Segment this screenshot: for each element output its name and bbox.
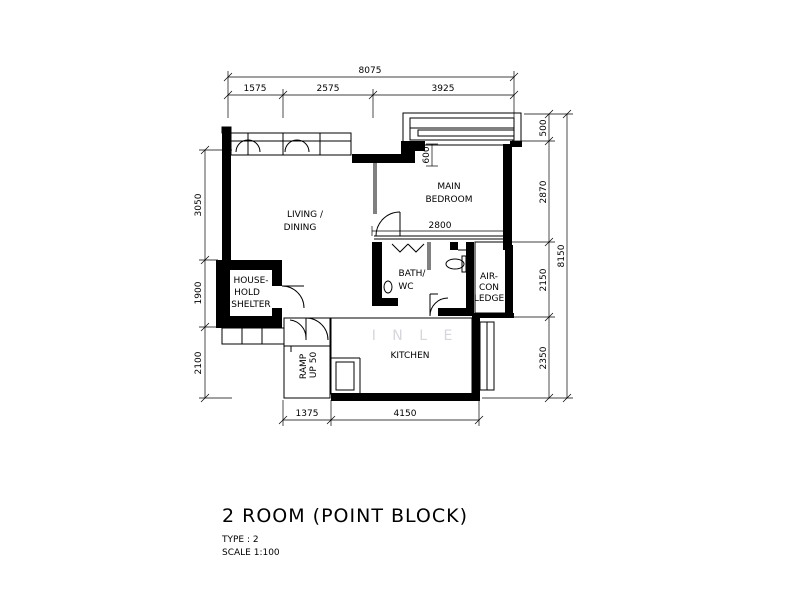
room-label-shelter-2: HOLD (234, 288, 260, 298)
dim-inner-600: 600 (422, 146, 432, 163)
room-label-shelter-3: SHELTER (231, 300, 270, 310)
ramp-line-1: RAMP (299, 353, 309, 379)
room-label-living-2: DINING (284, 223, 317, 233)
room-label-bedroom-2: BEDROOM (426, 195, 473, 205)
ramp-label: RAMP UP 50 (299, 351, 319, 379)
drawing-scale: SCALE 1:100 (222, 548, 280, 558)
room-label-kitchen: KITCHEN (391, 351, 430, 361)
balcony-doors (235, 133, 321, 155)
room-label-bedroom-1: MAIN (437, 182, 460, 192)
room-label-bath-1: BATH/ (399, 269, 427, 279)
dim-top-3: 3925 (432, 84, 455, 94)
room-label-aircon-3: LEDGE (474, 294, 505, 304)
dim-right-2: 2870 (539, 180, 549, 203)
dim-left-1: 3050 (194, 193, 204, 216)
dim-top-2: 2575 (317, 84, 340, 94)
dim-overall-width: 8075 (359, 66, 382, 76)
dim-right-3: 2150 (539, 268, 549, 291)
dim-left-3: 2100 (194, 351, 204, 374)
ramp-line-2: UP 50 (309, 352, 319, 379)
drawing-title: 2 ROOM (POINT BLOCK) (222, 505, 468, 527)
walls (216, 127, 522, 401)
dim-inner-2800: 2800 (429, 221, 452, 231)
room-label-living-1: LIVING / (287, 210, 324, 220)
room-label-shelter-1: HOUSE- (233, 276, 268, 286)
room-label-aircon-2: CON (479, 283, 499, 293)
dim-top-1: 1575 (244, 84, 267, 94)
dim-right-1: 500 (539, 119, 549, 136)
dim-right-4: 2350 (539, 346, 549, 369)
dim-overall-height: 8150 (557, 244, 567, 267)
drawing-type: TYPE : 2 (222, 535, 259, 545)
room-labels: LIVING / DINING MAIN BEDROOM BATH/ WC HO… (231, 182, 504, 379)
dim-bottom-1: 1375 (296, 409, 319, 419)
dim-bottom-2: 4150 (394, 409, 417, 419)
watermark: I N L E (372, 328, 459, 344)
dimension-lines (199, 71, 573, 426)
dimension-labels: 8075 1575 2575 3925 3050 1900 2100 500 2… (194, 66, 567, 419)
room-label-bath-2: WC (398, 282, 413, 292)
room-label-aircon-1: AIR- (480, 272, 498, 282)
dim-left-2: 1900 (194, 281, 204, 304)
